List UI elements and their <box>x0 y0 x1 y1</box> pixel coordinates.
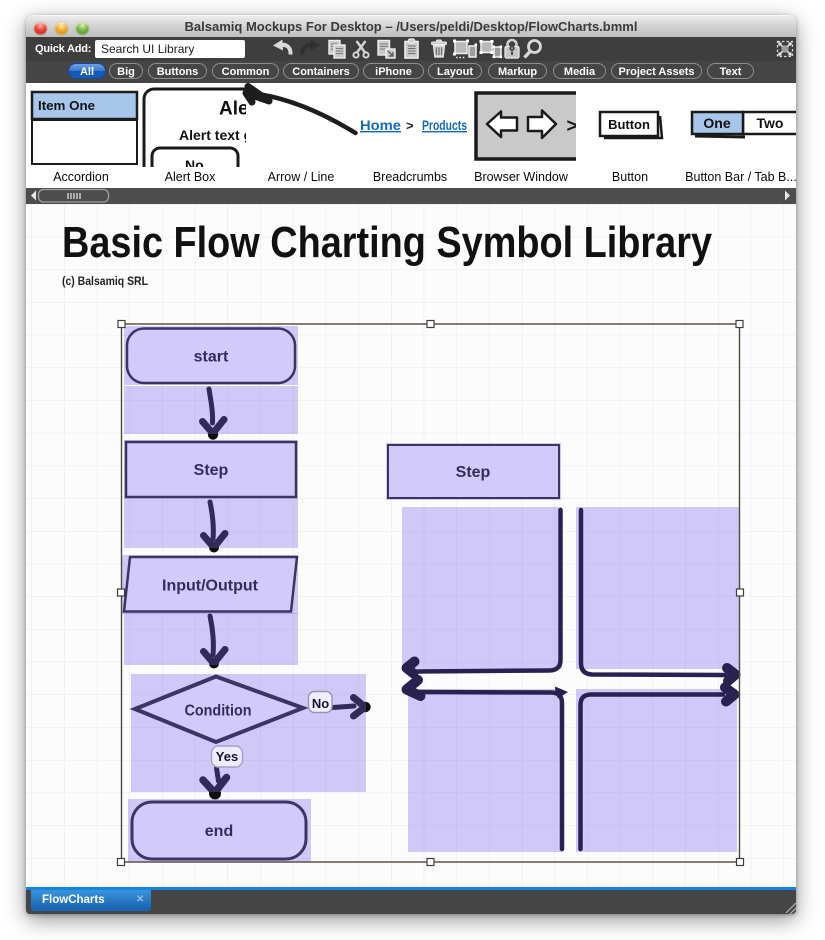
svg-text:Arrow / Line: Arrow / Line <box>268 170 335 184</box>
svg-text:Alert Box: Alert Box <box>165 170 216 184</box>
svg-text:Item One: Item One <box>38 98 95 113</box>
svg-text:>: > <box>567 116 578 137</box>
svg-text:No: No <box>312 696 329 711</box>
svg-text:Browser Window: Browser Window <box>474 170 569 184</box>
svg-text:Button: Button <box>612 170 648 184</box>
svg-text:Two: Two <box>757 115 784 131</box>
svg-text:(c) Balsamiq SRL: (c) Balsamiq SRL <box>62 274 148 288</box>
svg-text:Products: Products <box>422 117 467 133</box>
svg-text:Accordion: Accordion <box>53 170 109 184</box>
svg-text:Input/Output: Input/Output <box>162 578 259 595</box>
svg-text:>: > <box>406 118 414 133</box>
svg-text:end: end <box>205 823 233 840</box>
svg-text:start: start <box>194 349 229 366</box>
svg-text:Alert: Alert <box>219 99 263 120</box>
svg-text:Condition: Condition <box>185 703 252 720</box>
svg-text:Step: Step <box>456 464 491 481</box>
svg-text:Home: Home <box>360 117 401 133</box>
svg-text:No: No <box>185 157 204 173</box>
svg-text:Alert text g: Alert text g <box>179 127 252 143</box>
svg-text:Basic Flow Charting Symbol Lib: Basic Flow Charting Symbol Library <box>62 218 712 267</box>
svg-text:One: One <box>703 115 730 131</box>
svg-text:Button: Button <box>608 117 650 132</box>
svg-text:Yes: Yes <box>216 749 238 764</box>
svg-text:Step: Step <box>194 462 229 479</box>
svg-text:Breadcrumbs: Breadcrumbs <box>373 170 447 184</box>
svg-text:Button Bar / Tab B...: Button Bar / Tab B... <box>685 170 796 184</box>
